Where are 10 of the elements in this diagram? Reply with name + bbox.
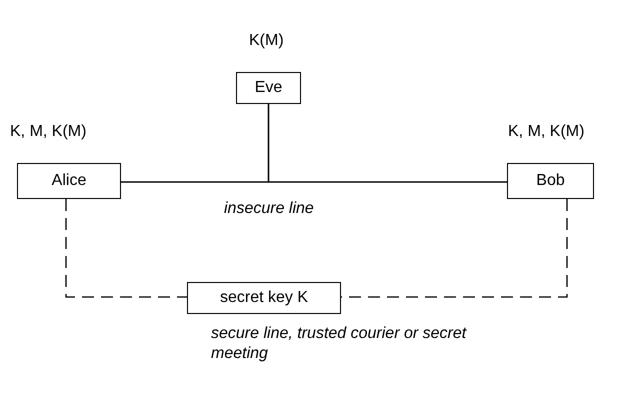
- knowledge-label: K, M, K(M): [10, 123, 86, 141]
- name-box: Eve: [236, 72, 301, 104]
- dashed-connector: [65, 199, 187, 298]
- knowledge-label: K, M, K(M): [508, 123, 584, 141]
- name-box: Bob: [507, 163, 594, 199]
- name-box: Alice: [17, 163, 121, 199]
- name-box: secret key K: [187, 282, 341, 314]
- knowledge-label: K(M): [249, 32, 284, 50]
- connector-line: [268, 104, 507, 183]
- note-text: secure line, trusted courier or secret meeting: [211, 324, 468, 364]
